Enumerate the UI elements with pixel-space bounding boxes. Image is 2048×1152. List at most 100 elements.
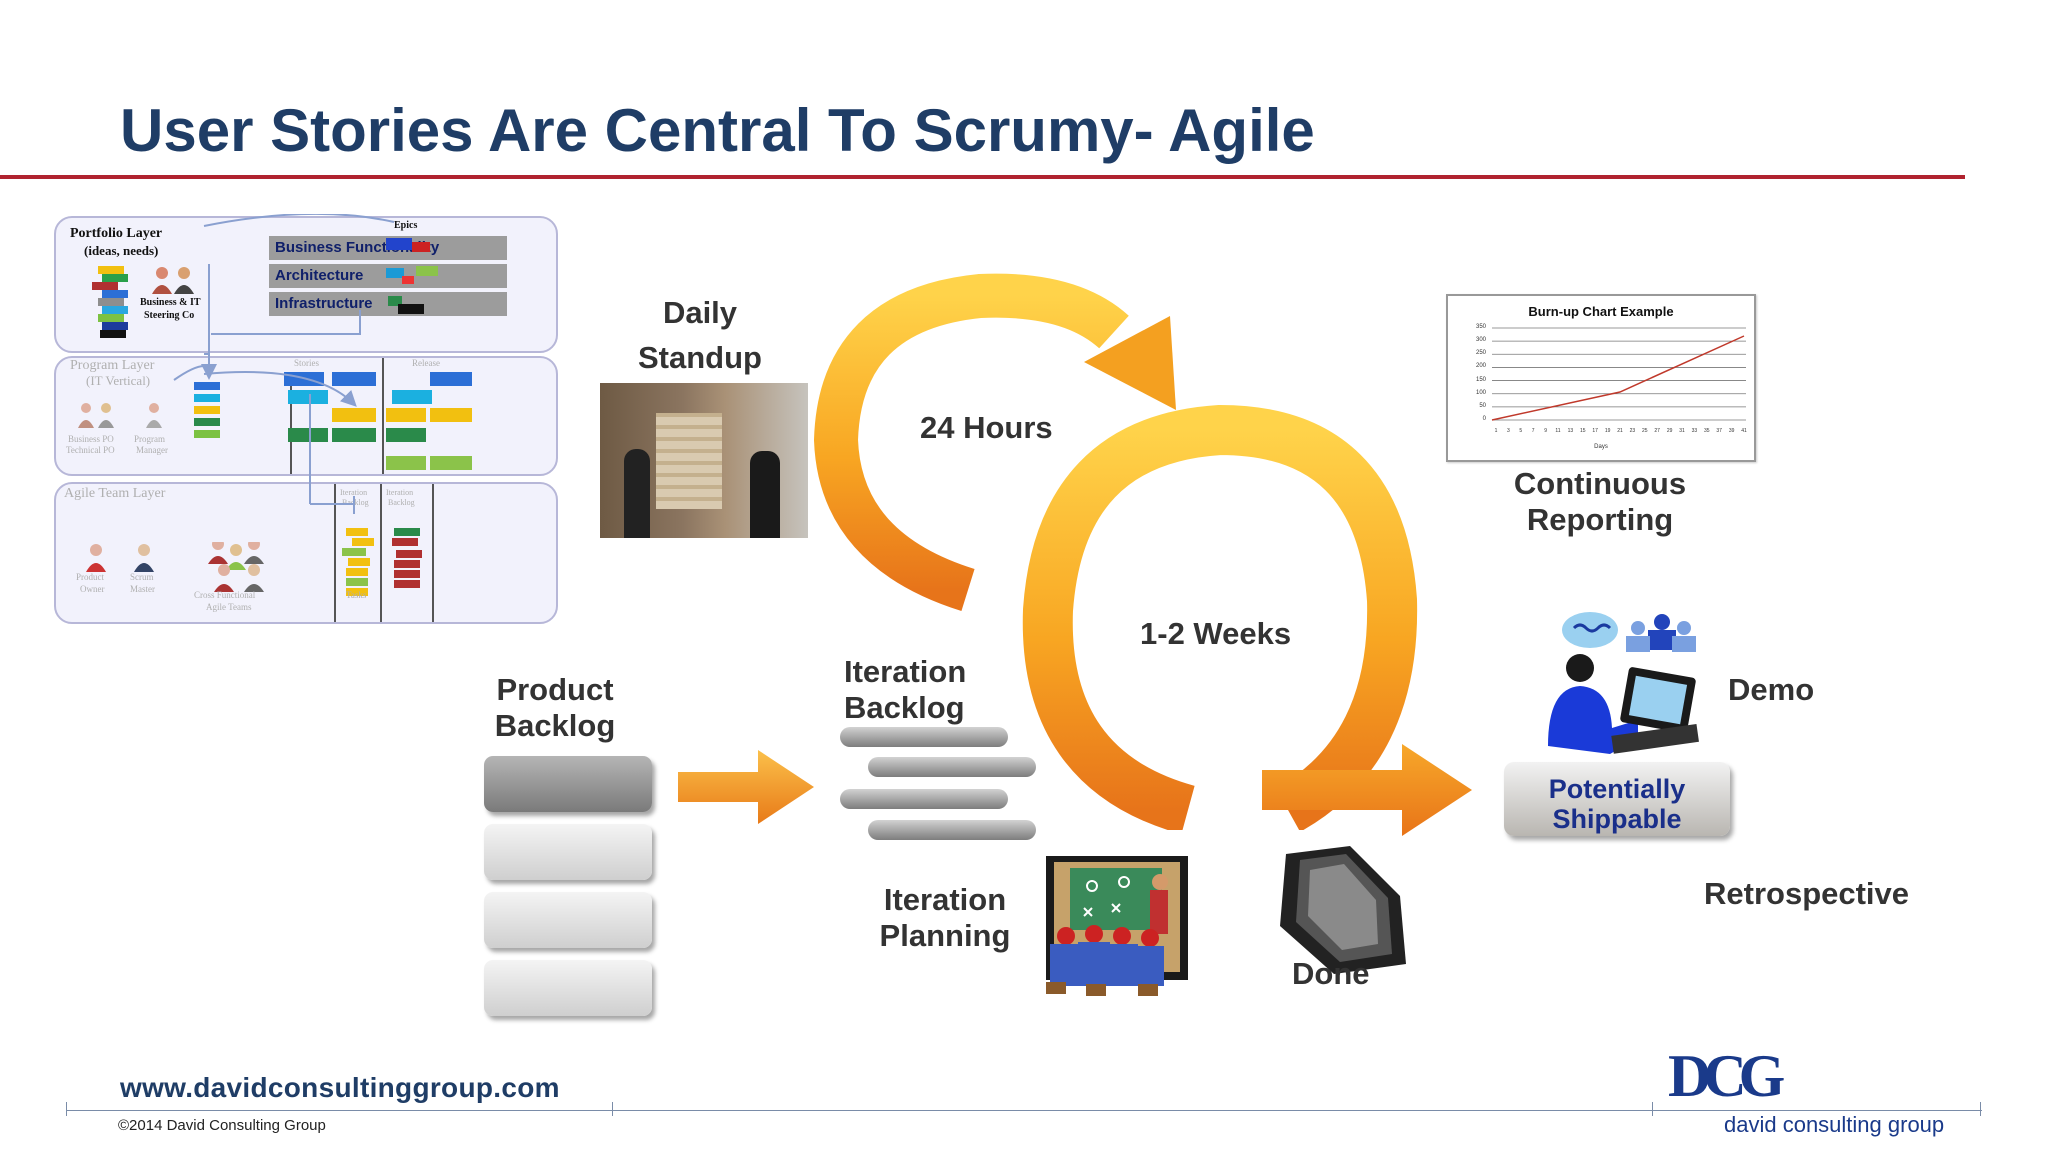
dcg-logo-text: david consulting group <box>1724 1112 1945 1137</box>
daily-loop-arrow <box>813 273 1176 611</box>
weeks-label: 1-2 Weeks <box>1140 616 1292 651</box>
burnup-y-tick: 0 <box>1482 416 1486 422</box>
backlog-item <box>484 756 652 812</box>
iteration-item <box>868 820 1036 840</box>
iteration-planning-label-1: Iteration <box>883 882 1007 917</box>
business-po-label: Business PO <box>68 434 114 444</box>
burnup-x-tick: 37 <box>1716 428 1722 434</box>
portfolio-layer-subtitle: (ideas, needs) <box>84 243 159 258</box>
scrum-master-label-1: Scrum <box>130 572 154 582</box>
burnup-x-tick: 17 <box>1592 428 1598 434</box>
burnup-x-tick: 7 <box>1531 428 1535 434</box>
burnup-y-tick: 100 <box>1475 389 1486 396</box>
title-rule <box>0 175 1965 179</box>
dcg-logo: DCG <box>1668 1043 1785 1109</box>
burnup-y-tick: 300 <box>1475 337 1486 344</box>
iteration-item <box>840 727 1008 747</box>
slide-title: User Stories Are Central To Scrumy- Agil… <box>120 97 1315 164</box>
steering-label-1: Business & IT <box>140 297 201 308</box>
agile-team-layer-title: Agile Team Layer <box>64 486 166 501</box>
burnup-y-tick: 250 <box>1475 350 1486 357</box>
stories-label: Stories <box>294 358 320 368</box>
burnup-title: Burn-up Chart Example <box>1528 304 1674 319</box>
iteration-backlog-label-2a: Iteration <box>386 488 414 497</box>
done-box-icon <box>1280 846 1406 974</box>
epics-label: Epics <box>394 220 418 231</box>
iteration-backlog-label-2b: Backlog <box>388 498 415 507</box>
burnup-x-tick: 41 <box>1741 428 1747 434</box>
iteration-backlog-label-2: Backlog <box>844 690 965 725</box>
burnup-y-tick: 150 <box>1475 376 1486 383</box>
backlog-item <box>484 892 652 948</box>
potentially-shippable-box: Potentially Shippable <box>1504 762 1730 836</box>
burnup-x-tick: 35 <box>1704 428 1710 434</box>
footer-rule <box>66 1110 1982 1111</box>
burnup-x-tick: 39 <box>1728 428 1735 434</box>
program-manager-label-1: Program <box>134 434 165 444</box>
release-label: Release <box>412 358 440 368</box>
burnup-x-tick: 21 <box>1617 428 1623 434</box>
demo-label: Demo <box>1728 672 1815 707</box>
cross-functional-label-2: Agile Teams <box>206 602 252 612</box>
burnup-y-tick: 50 <box>1479 402 1486 409</box>
shippable-label: Shippable <box>1552 804 1682 834</box>
agile-team-layer: Agile Team Layer Iteration Backlog Itera… <box>54 482 558 624</box>
burnup-x-tick: 33 <box>1691 428 1698 434</box>
burnup-y-tick: 200 <box>1475 363 1486 370</box>
footer-url: www.davidconsultinggroup.com <box>120 1072 560 1103</box>
program-people-icon <box>78 403 162 428</box>
burnup-x-tick: 11 <box>1555 428 1561 434</box>
product-owner-label-2: Owner <box>80 584 105 594</box>
portfolio-layer-title: Portfolio Layer <box>70 226 163 241</box>
burnup-x-tick: 29 <box>1666 428 1673 434</box>
planning-team-icon <box>1046 856 1188 996</box>
product-owner-label-1: Product <box>76 572 104 582</box>
dcg-logo-letters: DCG <box>1668 1043 1785 1109</box>
steering-people-icon <box>152 267 194 294</box>
iteration-backlog-label-1b: Backlog <box>342 498 369 507</box>
iteration-item <box>840 789 1008 809</box>
hours-label: 24 Hours <box>920 410 1053 445</box>
daily-standup-photo <box>600 383 808 538</box>
scrum-loops <box>813 273 1418 830</box>
burnup-x-tick: 9 <box>1544 428 1547 434</box>
iteration-planning-label-2: Planning <box>879 918 1011 953</box>
cross-functional-label-1: Cross Functional <box>194 590 256 600</box>
continuous-label: Continuous <box>1513 466 1687 501</box>
burnup-x-tick: 31 <box>1679 428 1685 434</box>
burnup-x-tick: 5 <box>1519 428 1523 434</box>
iteration-item <box>868 757 1036 777</box>
backlog-item <box>484 960 652 1016</box>
burnup-x-tick: 25 <box>1642 428 1648 434</box>
copyright: ©2014 David Consulting Group <box>118 1117 326 1134</box>
product-label: Product <box>496 672 614 707</box>
technical-po-label: Technical PO <box>66 445 115 455</box>
scrum-master-label-2: Master <box>130 584 155 594</box>
standup-label: Standup <box>638 340 762 375</box>
portfolio-layer: Portfolio Layer (ideas, needs) Epics Bus… <box>54 216 558 353</box>
reporting-label: Reporting <box>1526 502 1674 537</box>
backlog-label: Backlog <box>494 708 616 743</box>
potentially-label: Potentially <box>1548 774 1686 804</box>
program-layer-subtitle: (IT Vertical) <box>86 373 151 388</box>
burnup-x-tick: 1 <box>1494 428 1498 434</box>
burnup-plot <box>1491 327 1746 421</box>
iteration-backlog-label-1: Iteration <box>844 654 967 689</box>
demo-presenter-icon <box>1548 612 1699 754</box>
burnup-x-tick: 27 <box>1654 428 1660 434</box>
burnup-series-line <box>1491 335 1745 421</box>
burnup-x-label: Days <box>1594 444 1608 450</box>
tasks-label: Tasks <box>346 590 367 600</box>
burnup-x-tick: 13 <box>1567 428 1574 434</box>
burnup-y-tick: 350 <box>1475 324 1486 330</box>
framework-connectors <box>173 214 395 514</box>
flow-arrow-shippable <box>1262 744 1472 836</box>
burnup-x-tick: 23 <box>1629 428 1636 434</box>
team-people-icon <box>86 542 264 592</box>
program-layer: Program Layer (IT Vertical) Stories Rele… <box>54 356 558 476</box>
burnup-x-tick: 15 <box>1580 428 1586 434</box>
burnup-x-tick: 19 <box>1604 428 1611 434</box>
burnup-x-tick: 3 <box>1507 428 1510 434</box>
daily-label: Daily <box>662 295 738 330</box>
